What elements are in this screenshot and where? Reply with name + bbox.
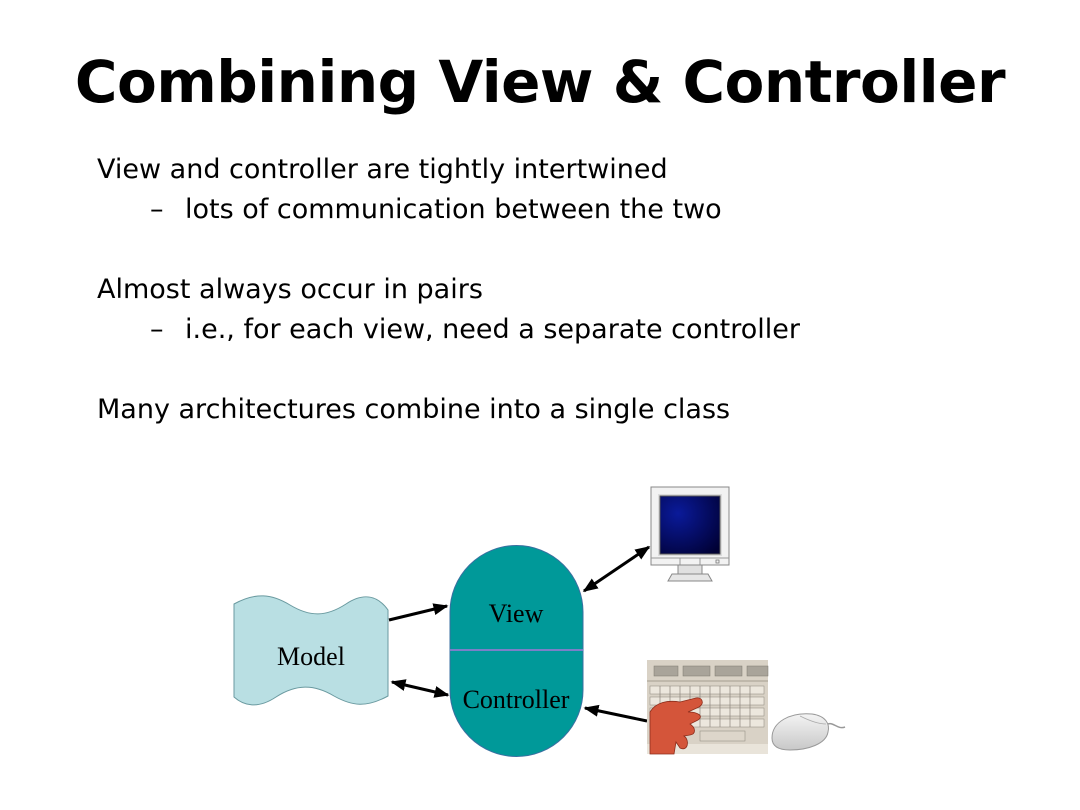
controller-label: Controller: [463, 685, 570, 714]
model-label: Model: [277, 642, 345, 671]
keyboard-icon: [647, 660, 769, 755]
controller-shape: [449, 649, 584, 757]
bullet-text: View and controller are tightly intertwi…: [97, 154, 668, 185]
mouse-icon: [771, 713, 846, 751]
keyboard-keys: [649, 685, 765, 728]
view-controller-node: View Controller: [449, 545, 584, 757]
dash-marker: –: [150, 314, 164, 345]
bullet-text: Almost always occur in pairs: [97, 274, 483, 305]
bullet-text: lots of communication between the two: [185, 194, 722, 225]
arrow-input-to-controller: [583, 704, 648, 723]
arrow-view-display: [582, 545, 651, 593]
sub-bullet-item: –i.e., for each view, need a separate co…: [150, 312, 800, 348]
bullet-text: i.e., for each view, need a separate con…: [185, 314, 800, 345]
arrow-model-controller: [390, 679, 450, 698]
model-node: Model: [233, 595, 389, 706]
slide-title: Combining View & Controller: [74, 48, 1006, 116]
bullet-item: Many architectures combine into a single…: [97, 392, 730, 428]
bullet-item: View and controller are tightly intertwi…: [97, 152, 668, 188]
view-shape: [449, 545, 584, 651]
bullet-text: Many architectures combine into a single…: [97, 394, 731, 425]
monitor-icon: [650, 486, 730, 582]
hand-icon: [649, 697, 703, 755]
sub-bullet-item: –lots of communication between the two: [150, 192, 722, 228]
bullet-item: Almost always occur in pairs: [97, 272, 483, 308]
view-label: View: [489, 599, 544, 628]
model-shape: [233, 595, 389, 706]
arrow-model-to-view: [388, 603, 449, 622]
dash-marker: –: [150, 194, 164, 225]
